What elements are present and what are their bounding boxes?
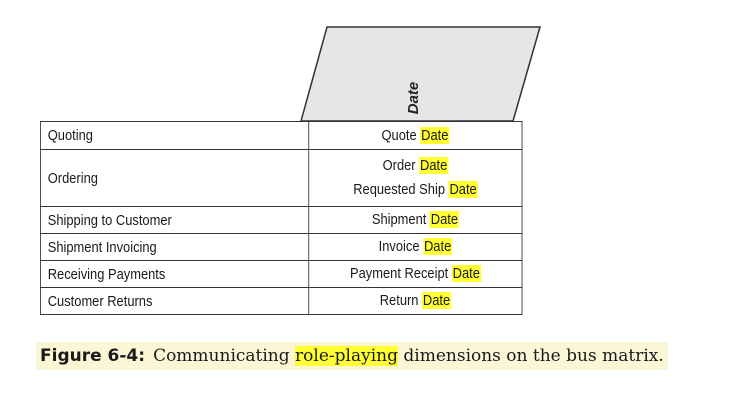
caption-text: Communicating (153, 346, 290, 366)
date-highlight: Date (448, 181, 478, 198)
figure-label: Figure 6-4: (40, 346, 146, 366)
table-row: Shipping to Customer Shipment Date (40, 206, 523, 234)
process-label: Receiving Payments (40, 260, 310, 288)
column-header-label: Date (404, 81, 422, 115)
bus-matrix-table: Quoting Quote Date Ordering Order Date R… (40, 121, 523, 315)
table-row: Receiving Payments Payment Receipt Date (40, 260, 523, 288)
process-label: Shipment Invoicing (40, 233, 310, 261)
date-highlight: Date (420, 126, 450, 144)
dimension-cell: Order Date Requested Ship Date (308, 149, 523, 207)
dimension-prefix: Invoice (378, 238, 420, 255)
caption-highlight: role-playing (295, 346, 398, 366)
dimension-cell: Payment Receipt Date (308, 260, 523, 288)
date-highlight: Date (429, 211, 459, 228)
date-highlight: Date (451, 265, 481, 282)
dimension-cell: Quote Date (308, 121, 523, 150)
table-row: Ordering Order Date Requested Ship Date (40, 149, 523, 207)
caption-text: dimensions on the bus matrix. (403, 346, 664, 366)
dimension-cell: Invoice Date (308, 233, 523, 261)
dimension-prefix: Return (379, 292, 419, 309)
table-row: Customer Returns Return Date (40, 287, 523, 315)
date-highlight: Date (422, 292, 452, 309)
dimension-prefix: Payment Receipt (349, 265, 449, 282)
figure-caption: Figure 6-4: Communicating role-playing di… (36, 342, 668, 370)
dimension-prefix: Quote (381, 126, 417, 144)
process-label: Customer Returns (40, 287, 310, 315)
dimension-prefix: Shipment (371, 211, 427, 228)
table-row: Shipment Invoicing Invoice Date (40, 233, 523, 261)
dimension-prefix: Requested Ship (353, 181, 446, 198)
table-row: Quoting Quote Date (40, 121, 523, 150)
process-label: Shipping to Customer (40, 206, 310, 234)
process-label: Quoting (40, 121, 310, 150)
dimension-cell: Shipment Date (308, 206, 523, 234)
date-highlight: Date (423, 238, 453, 255)
date-highlight: Date (419, 157, 449, 174)
process-label: Ordering (40, 149, 310, 207)
dimension-prefix: Order (382, 157, 416, 174)
dimension-cell: Return Date (308, 287, 523, 315)
